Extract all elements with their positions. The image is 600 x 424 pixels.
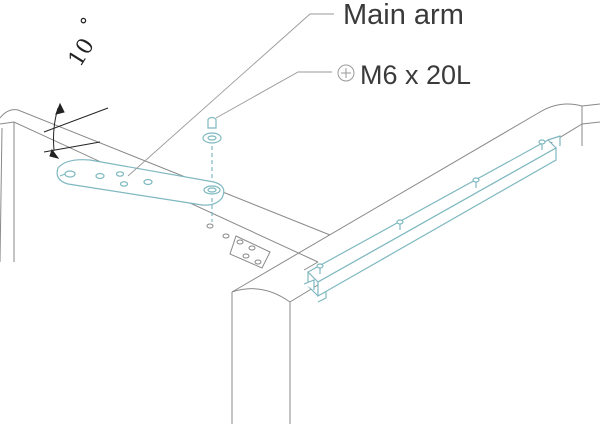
main-arm-label: Main arm: [343, 0, 464, 31]
phillips-screw-head-icon: [337, 64, 355, 82]
angle-value: 10: [64, 34, 100, 71]
main-arm-plate: [56, 159, 225, 206]
frame-mount-holes: [206, 223, 271, 269]
angle-dimension: [43, 102, 109, 159]
screw-assembly: [202, 116, 222, 222]
mounting-rail: [303, 135, 561, 303]
door-frame: [0, 103, 600, 424]
degree-symbol: °: [76, 14, 99, 33]
screw-label: M6 x 20L: [360, 60, 471, 90]
leader-lines: [127, 13, 334, 177]
